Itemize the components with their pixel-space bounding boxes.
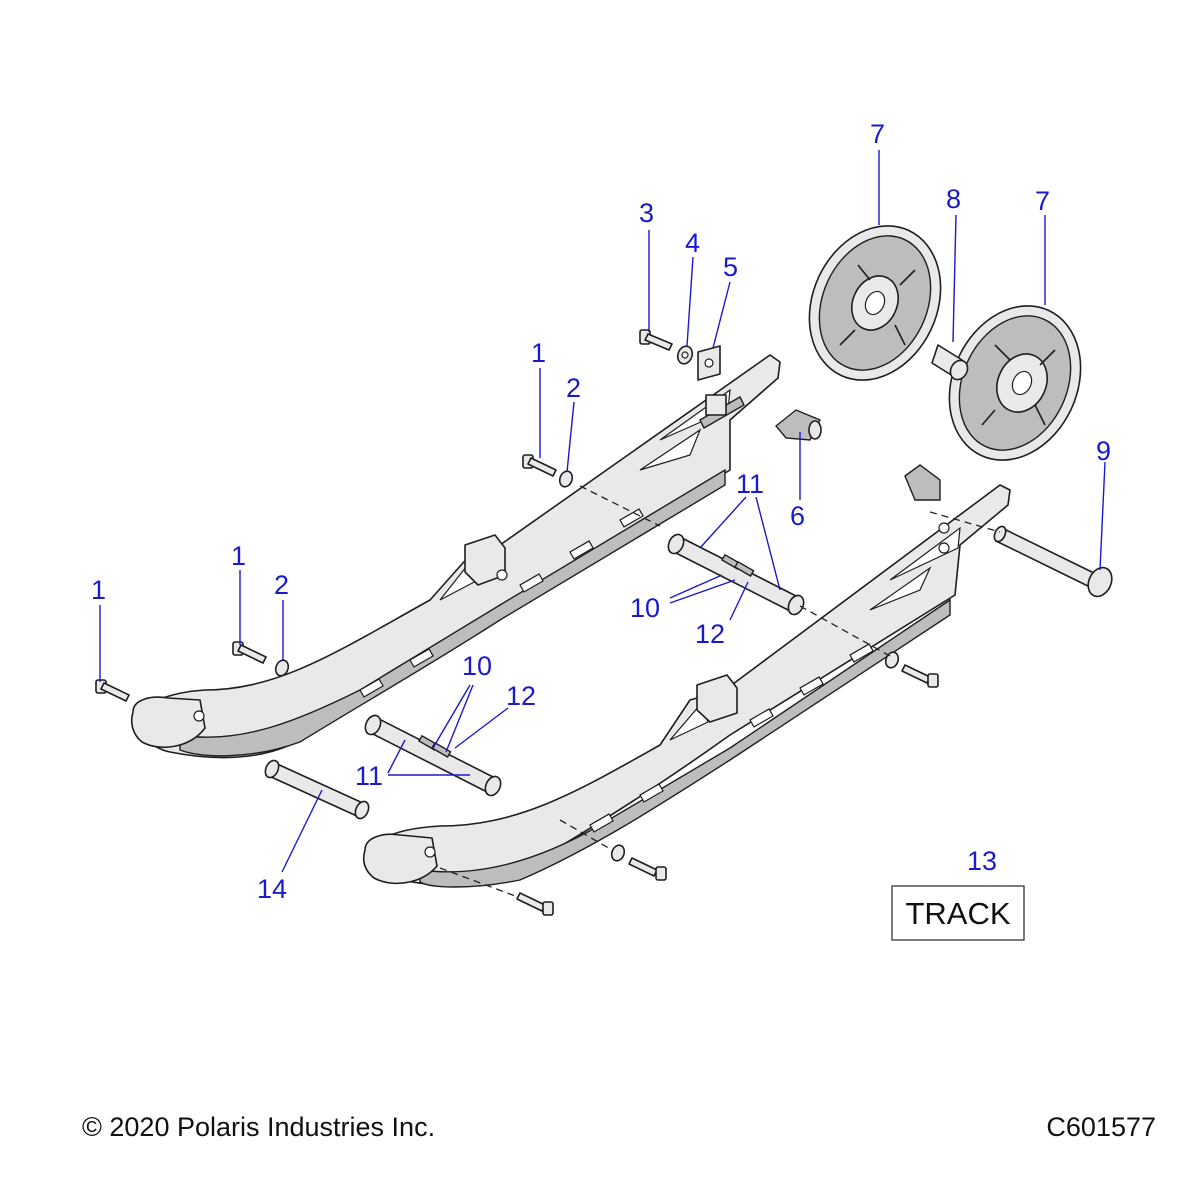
callout-1: 1 xyxy=(91,575,106,605)
callout-8: 8 xyxy=(946,184,961,214)
diagram-id: C601577 xyxy=(1046,1112,1156,1142)
callout-12: 12 xyxy=(506,681,536,711)
callout-11: 11 xyxy=(736,469,764,499)
callout-1: 1 xyxy=(531,338,546,368)
bolt-1-front xyxy=(95,679,130,702)
callout-7: 7 xyxy=(1035,186,1050,216)
washer-4 xyxy=(676,345,694,365)
callout-labels: 3 4 5 1 2 7 8 7 9 6 11 10 12 1 2 1 10 12… xyxy=(91,119,1111,904)
left-rail-tensioner xyxy=(699,394,745,429)
callout-3: 3 xyxy=(639,198,654,228)
callout-7: 7 xyxy=(870,119,885,149)
callout-1: 1 xyxy=(231,541,246,571)
idler-wheel-upper xyxy=(808,225,942,381)
track-label: TRACK xyxy=(905,896,1010,931)
callout-4: 4 xyxy=(685,228,700,258)
callout-6: 6 xyxy=(790,501,805,531)
cross-shaft-upper xyxy=(667,533,805,616)
bumper-6-upper xyxy=(775,409,822,441)
right-rail-fasteners xyxy=(516,651,939,916)
wheel-spacer xyxy=(931,344,969,381)
callout-10: 10 xyxy=(462,651,492,681)
washer-2-mid xyxy=(274,659,290,677)
callout-13: 13 xyxy=(967,846,997,876)
callout-10: 10 xyxy=(630,593,660,623)
callout-14: 14 xyxy=(257,874,287,904)
bolt-1-upper xyxy=(522,454,557,477)
callout-2: 2 xyxy=(566,373,581,403)
washer-2-upper xyxy=(558,470,574,488)
rear-axle xyxy=(993,525,1113,598)
track-label-box: TRACK xyxy=(891,885,1025,941)
cross-shaft-lower xyxy=(364,714,502,797)
bumper-6-lower xyxy=(904,464,941,501)
front-shaft xyxy=(264,759,370,820)
bolt-3 xyxy=(639,329,673,351)
callout-12: 12 xyxy=(695,619,725,649)
bolt-1-mid xyxy=(232,641,267,664)
bracket-5 xyxy=(697,345,721,381)
callout-2: 2 xyxy=(274,570,289,600)
callout-5: 5 xyxy=(723,252,738,282)
leader-lines xyxy=(99,150,1106,873)
alignment-lines xyxy=(439,485,1001,898)
callout-11: 11 xyxy=(355,761,383,791)
copyright-notice: © 2020 Polaris Industries Inc. xyxy=(82,1112,436,1142)
callout-9: 9 xyxy=(1096,436,1111,466)
right-rail xyxy=(362,484,1011,888)
idler-wheel-lower xyxy=(948,305,1082,461)
